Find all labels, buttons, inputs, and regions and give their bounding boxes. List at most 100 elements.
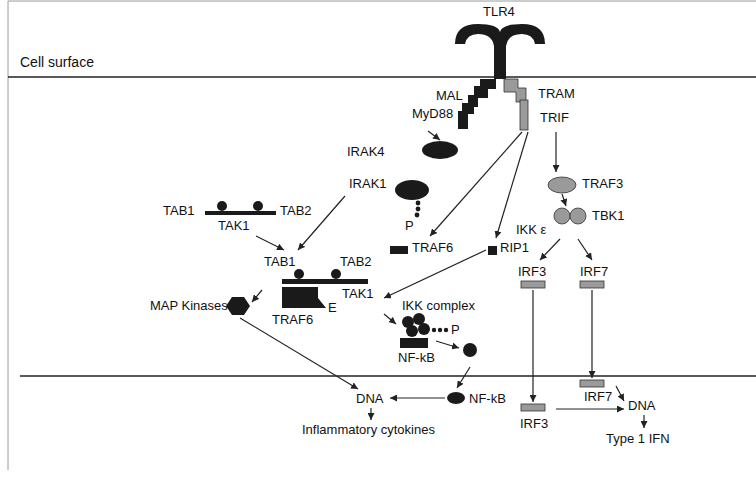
transcription-factor: IRF3: [514, 260, 552, 290]
kinase-hexagon: MAP Kinases: [148, 294, 252, 318]
adaptor-symbol: [504, 79, 526, 102]
adaptor-symbol: [520, 100, 528, 130]
adaptor-protein: MAL: [434, 88, 470, 105]
protein-label: IRAK4: [347, 144, 385, 159]
complex-bump: [294, 269, 304, 279]
phosphate-dot: [438, 328, 442, 332]
nuclear-membrane: [20, 375, 756, 376]
protein-shape: TRAF6: [388, 236, 456, 258]
protein-label: DNA: [356, 391, 383, 406]
signal-arrow: [240, 318, 358, 389]
signal-arrow: [540, 239, 560, 260]
protein-label: NF-kB: [398, 350, 435, 365]
phosphate-dot: [415, 213, 420, 218]
protein-label: TAB1: [163, 203, 195, 218]
frame-line: [8, 1, 756, 2]
cell-membrane: [8, 76, 756, 77]
protein-label: NF-kB: [469, 391, 506, 406]
protein-symbol: [318, 298, 326, 308]
protein-label: IRF3: [520, 416, 548, 431]
protein-label: IRAK1: [349, 176, 387, 191]
adaptor-protein: MyD88: [410, 104, 472, 131]
kinase-symbol: [406, 325, 418, 337]
factor-symbol: [447, 392, 465, 404]
protein-label: Inflammatory cytokines: [302, 422, 435, 437]
protein-label: P: [405, 218, 414, 233]
signal-arrow: [616, 386, 624, 401]
factor-symbol: [400, 338, 428, 348]
complex-bump: [253, 201, 263, 211]
protein-label: P: [451, 322, 460, 337]
transcription-factor: IRF3: [516, 402, 556, 434]
protein-label: TRAF6: [272, 312, 313, 327]
protein-label: IRF3: [518, 264, 546, 279]
complex-bump: [331, 269, 341, 279]
protein-symbol: [390, 246, 408, 254]
adaptor-protein: TRAM: [536, 86, 577, 103]
complex-bar: [205, 211, 276, 215]
protein-label: TBK1: [592, 208, 625, 223]
phosphate-dot: [416, 207, 421, 212]
protein-label: TAK1: [218, 218, 250, 233]
protein-label: TLR4: [483, 4, 515, 19]
protein-label: TAB1: [264, 254, 296, 269]
protein-label: IKK complex: [402, 298, 475, 313]
protein-symbol: [488, 246, 497, 255]
protein-label: E: [328, 300, 337, 315]
protein-shape: RIP1: [486, 238, 534, 258]
adaptor-symbol: [468, 79, 496, 107]
signal-arrow: [556, 408, 624, 409]
protein-label: TAB2: [340, 254, 372, 269]
signal-arrow: [256, 236, 284, 250]
receptor-symbol: [455, 24, 545, 79]
protein-shape: TRAF3: [546, 172, 626, 194]
signal-arrow: [643, 415, 644, 428]
protein-label: DNA: [628, 398, 655, 413]
frame-line: [8, 1, 9, 470]
protein-label: TAB2: [280, 203, 312, 218]
output-label: Type 1 IFN: [602, 428, 684, 448]
transcription-factor: IRF7: [576, 378, 616, 406]
phosphate-dot: [416, 201, 421, 206]
phosphate-dot: [432, 328, 436, 332]
kinase-complex: TAB1 TAB2TAK1: [160, 200, 322, 236]
receptor: TLR4: [452, 4, 548, 62]
signal-arrow: [555, 132, 556, 172]
signal-arrow: [370, 408, 371, 420]
transcription-factor: IRF7: [576, 260, 614, 290]
protein-label: IRF7: [580, 264, 608, 279]
kinase-symbol: [422, 141, 458, 159]
protein-symbol: [282, 287, 318, 308]
signal-arrow: [532, 290, 533, 402]
signal-arrow: [384, 250, 486, 298]
protein-symbol: [548, 177, 576, 193]
signal-arrow: [252, 290, 262, 302]
protein-label: MAL: [436, 88, 463, 103]
protein-label: IRF7: [584, 389, 612, 404]
signal-arrow: [591, 290, 592, 378]
protein-label: IKK ε: [516, 222, 546, 237]
kinase-complex: TBK1IKK ε: [512, 206, 630, 239]
protein-label: TRIF: [540, 110, 569, 125]
signal-arrow: [562, 194, 566, 206]
complex-bump: [217, 201, 227, 211]
protein-label: MyD88: [412, 106, 453, 121]
dna-target: DNA: [352, 389, 390, 408]
factor-symbol: [463, 343, 477, 357]
kinase-complex: IRAK4IRAK1P: [345, 140, 462, 235]
factor-symbol: [521, 404, 545, 411]
signal-arrow: [428, 131, 440, 140]
protein-label: TRAM: [538, 86, 575, 101]
factor-symbol: [580, 380, 604, 387]
signal-arrow: [578, 239, 592, 260]
output-label: Inflammatory cytokines: [298, 420, 446, 440]
signalling-complex: TAB1 TAB2TAK1TRAF6 E: [262, 250, 384, 330]
signal-arrow: [457, 367, 470, 388]
adaptor-symbol: [458, 103, 474, 129]
signal-arrow: [390, 397, 445, 398]
protein-label: Type 1 IFN: [606, 431, 670, 446]
ikk-complex: IKK complexP NF-kB: [396, 296, 490, 367]
protein-label: TAK1: [342, 286, 374, 301]
signal-arrow: [384, 314, 396, 324]
